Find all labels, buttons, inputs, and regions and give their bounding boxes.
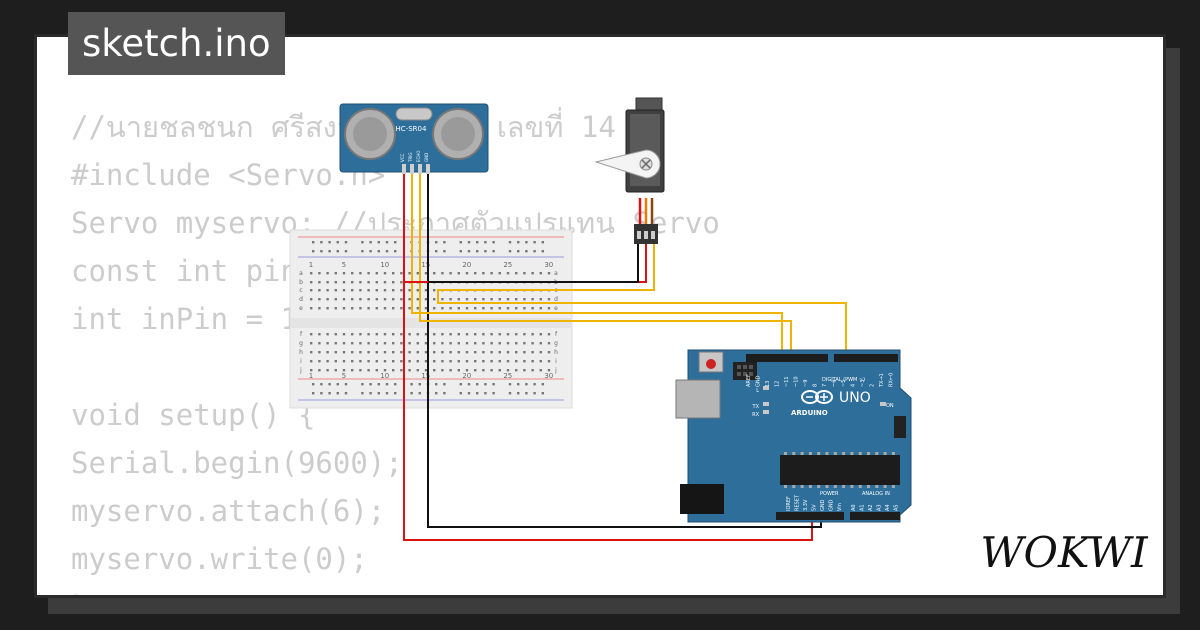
digital-pin-label: AREF — [746, 374, 752, 387]
power-pin-label: Vin — [837, 503, 843, 511]
reset-button[interactable] — [706, 359, 716, 369]
breadboard-column-number: 1 — [309, 372, 313, 380]
digital-pin-label: 13 — [765, 381, 771, 387]
power-pin-label: 3.3V — [803, 499, 809, 511]
on-led-label: ON — [886, 403, 894, 409]
digital-pin-label: ~10 — [794, 376, 800, 387]
breadboard-column-number: 10 — [380, 372, 389, 380]
digital-pin-label: 8 — [813, 384, 819, 387]
analog-pin-label: A1 — [860, 504, 866, 511]
breadboard-column-number: 5 — [342, 261, 346, 269]
analog-pin-label: A3 — [877, 504, 883, 511]
breadboard-row-letter: d — [299, 296, 303, 303]
power-pin-label: IOREF — [786, 496, 792, 511]
breadboard-column-number: 10 — [380, 261, 389, 269]
breadboard-row-letter: j — [299, 367, 302, 374]
project-title-tab[interactable]: sketch.ino — [68, 12, 285, 75]
code-line: } — [71, 583, 720, 595]
breadboard-row-letter: g — [299, 340, 303, 347]
wokwi-logo: WOKWI — [980, 528, 1149, 577]
digital-pin-label: ~5 — [841, 380, 847, 387]
breadboard-row-letter: b — [299, 279, 303, 286]
digital-pin-label: 2 — [870, 384, 876, 387]
analog-pin-label: A4 — [885, 504, 891, 511]
breadboard-column-number: 25 — [503, 261, 512, 269]
analog-pin-label: A5 — [894, 504, 900, 511]
breadboard-row-letter: c — [299, 287, 302, 294]
wire-trig-yellow — [411, 172, 783, 358]
wires — [403, 172, 847, 541]
digital-pin-label: ~3 — [860, 380, 866, 387]
servo-motor[interactable] — [594, 97, 665, 244]
sensor-model-label: HC-SR04 — [396, 125, 427, 133]
arduino-brand-label: ARDUINO — [791, 409, 828, 417]
breadboard-row-letter: a — [554, 270, 558, 277]
power-pin-label: 5V — [812, 504, 818, 511]
wire-servo-ground — [428, 232, 639, 283]
code-line: #include <Servo.h> — [71, 158, 386, 192]
wire-servo-signal — [437, 232, 847, 358]
code-line: myservo.write(0); — [71, 542, 368, 576]
digital-pin-label: ~11 — [784, 376, 790, 387]
digital-pin-label: RX←0 — [889, 373, 895, 387]
breadboard-column-number: 20 — [462, 372, 471, 380]
breadboard-row-letter: h — [299, 349, 303, 356]
analog-header-label: ANALOG IN — [862, 491, 890, 497]
analog-pin-label: A0 — [851, 504, 857, 511]
digital-header-label: DIGITAL (PWM ~) — [822, 377, 865, 383]
breadboard-row-letter: e — [299, 305, 303, 312]
digital-pin-label: 4 — [851, 384, 857, 387]
breadboard-column-number: 5 — [342, 372, 346, 380]
breadboard-column-number: 30 — [544, 261, 553, 269]
power-pin-label: GND — [820, 499, 826, 511]
breadboard-row-letter: i — [300, 358, 302, 365]
digital-pin-label: 7 — [822, 384, 828, 387]
power-pin-label: GND — [829, 499, 835, 511]
arduino-infinity-logo — [801, 390, 833, 404]
breadboard-column-number: 1 — [309, 261, 313, 269]
breadboard-row-letter: h — [554, 349, 558, 356]
breadboard-column-number: 15 — [421, 261, 430, 269]
breadboard-row-letter: f — [300, 331, 303, 338]
power-jack — [680, 484, 724, 514]
usb-port — [675, 379, 721, 419]
analog-pin-label: A2 — [868, 504, 874, 511]
digital-pin-label: 12 — [775, 381, 781, 387]
wokwi-logo-text: WOKWI — [980, 528, 1149, 577]
breadboard-column-number: 25 — [503, 372, 512, 380]
breadboard-row-letter: g — [554, 340, 558, 347]
digital-pin-label: GND — [756, 375, 762, 387]
microcontroller-chip — [780, 455, 900, 485]
digital-pin-label: TX→1 — [879, 373, 885, 388]
sensor-pin-label: VCC — [400, 153, 405, 162]
digital-pin-label: ~9 — [803, 380, 809, 387]
digital-pin-label: ~6 — [832, 380, 838, 387]
sensor-pin-label: ECHO — [416, 151, 421, 162]
breadboard-row-letter: f — [555, 331, 558, 338]
power-header-label: POWER — [820, 491, 839, 497]
breadboard-row-letter: e — [554, 305, 558, 312]
breadboard-column-number: 15 — [421, 372, 430, 380]
led-label: L — [756, 388, 759, 394]
led-label: TX — [752, 404, 760, 410]
led-label: RX — [752, 412, 759, 418]
uno-model-label: UNO — [839, 390, 871, 406]
breadboard-row-letter: a — [299, 270, 303, 277]
sensor-pin-label: GND — [424, 153, 429, 162]
breadboard-row-letter: i — [555, 358, 557, 365]
breadboard-row-letter: d — [554, 296, 558, 303]
code-line: Serial.begin(9600); — [71, 446, 403, 480]
breadboard-column-number: 30 — [544, 372, 553, 380]
breadboard-row-letter: j — [554, 367, 557, 374]
wire-echo-yellow — [419, 172, 792, 358]
power-pin-label: RESET — [795, 494, 801, 511]
code-line: myservo.attach(6); — [71, 494, 386, 528]
breadboard-column-number: 20 — [462, 261, 471, 269]
sensor-pin-label: TRIG — [408, 152, 413, 163]
